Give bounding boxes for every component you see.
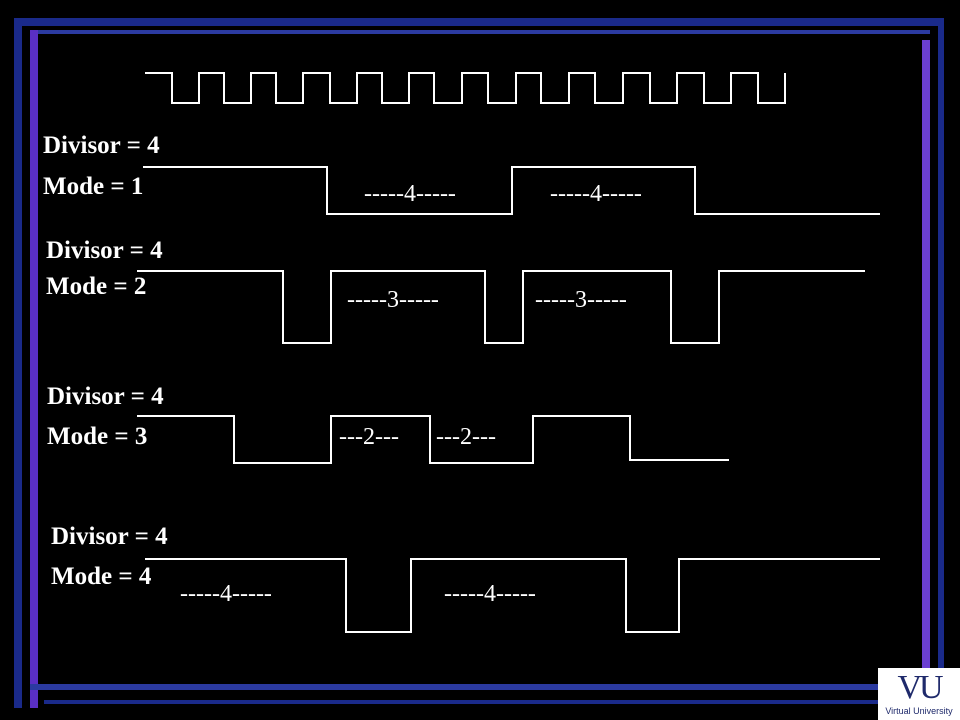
mode-label-4: Mode = 4 bbox=[51, 563, 152, 590]
count-label: -----3----- bbox=[535, 287, 627, 313]
logo-text: Virtual University bbox=[885, 706, 953, 716]
frame-bottom-inner-bar bbox=[44, 700, 880, 704]
mode-label-3: Mode = 3 bbox=[47, 423, 148, 450]
frame-left-bar bbox=[14, 18, 22, 708]
frame-right-bar bbox=[938, 18, 944, 668]
divisor-label-1: Divisor = 4 bbox=[43, 132, 160, 159]
virtual-university-logo: VU Virtual University bbox=[878, 668, 960, 720]
mode-label-2: Mode = 2 bbox=[46, 273, 147, 300]
divisor-label-3: Divisor = 4 bbox=[47, 383, 164, 410]
frame-right-inner-bar bbox=[922, 40, 930, 670]
divisor-label-4: Divisor = 4 bbox=[51, 523, 168, 550]
count-label: -----4----- bbox=[180, 581, 272, 607]
waveform-mode-2 bbox=[137, 270, 865, 344]
waveform-mode-4 bbox=[145, 558, 880, 633]
count-label: -----4----- bbox=[550, 181, 642, 207]
count-label: ---2--- bbox=[339, 424, 399, 450]
count-label: -----4----- bbox=[444, 581, 536, 607]
frame-top-inner-bar bbox=[30, 30, 930, 34]
waveform-mode-3 bbox=[137, 415, 729, 464]
mode-label-1: Mode = 1 bbox=[43, 173, 144, 200]
count-label: -----4----- bbox=[364, 181, 456, 207]
clock-waveform bbox=[145, 72, 786, 104]
count-label: -----3----- bbox=[347, 287, 439, 313]
frame-left-inner-bar bbox=[30, 30, 38, 708]
divisor-label-2: Divisor = 4 bbox=[46, 237, 163, 264]
count-label: ---2--- bbox=[436, 424, 496, 450]
waveform-mode-1 bbox=[143, 166, 880, 215]
frame-bottom-bar bbox=[30, 684, 880, 690]
logo-mark: VU bbox=[897, 669, 943, 706]
frame-top-bar bbox=[14, 18, 944, 26]
